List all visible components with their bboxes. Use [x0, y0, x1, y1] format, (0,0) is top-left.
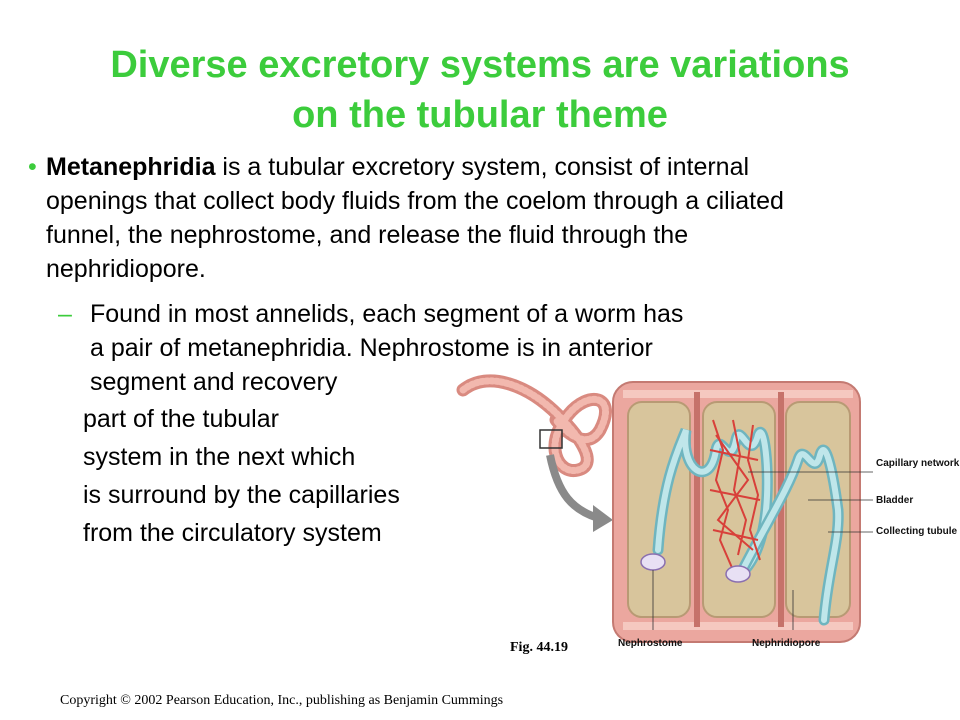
label-nephrostome: Nephrostome — [618, 638, 683, 649]
bullet-text: Metanephridia is a tubular excretory sys… — [46, 150, 848, 286]
label-capillary-network: Capillary network — [876, 458, 960, 469]
collecting-tubules — [652, 426, 844, 626]
main-bullet: • Metanephridia is a tubular excretory s… — [28, 150, 848, 286]
label-nephridiopore: Nephridiopore — [752, 638, 821, 649]
sub-bullet-continuation: part of the tubular system in the next w… — [83, 400, 400, 552]
sub-bullet-text: Found in most annelids, each segment of … — [90, 297, 858, 399]
figure-caption: Fig. 44.19 — [510, 640, 568, 655]
title-line-1: Diverse excretory systems are variations — [110, 44, 850, 86]
slide-title: Diverse excretory systems are variations… — [0, 40, 960, 140]
earthworm-illustration — [456, 374, 612, 477]
copyright-notice: Copyright © 2002 Pearson Education, Inc.… — [60, 693, 504, 708]
capillary-network-drawing — [709, 419, 761, 571]
bullet-term: Metanephridia — [46, 153, 216, 181]
title-line-2: on the tubular theme — [292, 94, 668, 136]
label-collecting-tubule: Collecting tubule — [876, 526, 958, 537]
bullet-marker: • — [28, 153, 37, 181]
sub-bullet-line: a pair of metanephridia. Nephrostome is … — [90, 334, 653, 362]
sub-bullet-line: segment and recovery — [90, 368, 338, 396]
label-bladder: Bladder — [876, 495, 914, 506]
continuation-line: system in the next which — [83, 443, 356, 471]
label-leader-lines — [652, 471, 873, 630]
sub-bullet-marker: – — [58, 300, 72, 328]
metanephridia-illustration — [456, 374, 873, 643]
continuation-line: is surround by the capillaries — [83, 481, 400, 509]
sub-bullet: – Found in most annelids, each segment o… — [58, 297, 858, 399]
continuation-line: part of the tubular — [83, 405, 279, 433]
continuation-line: from the circulatory system — [83, 519, 382, 547]
bullet-body: is a tubular excretory system, consist o… — [46, 153, 784, 283]
zoom-arrow — [546, 454, 600, 522]
sub-bullet-line: Found in most annelids, each segment of … — [90, 300, 684, 328]
